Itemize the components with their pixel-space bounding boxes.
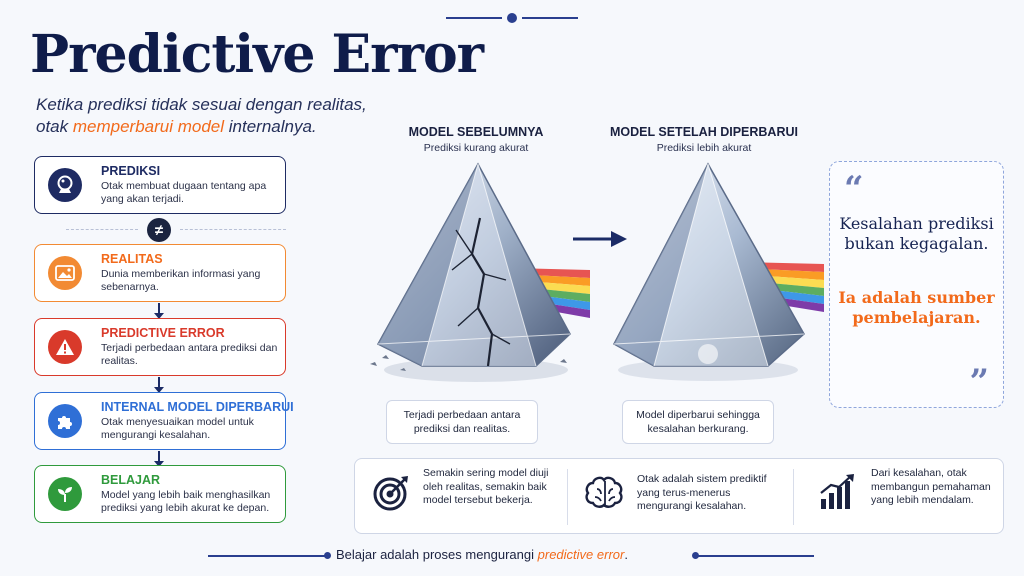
insight-item: Dari kesalahan, otak membangun pemahaman… (795, 459, 1003, 535)
top-decoration (446, 12, 578, 24)
not-equal-badge: ≠ (147, 218, 171, 242)
footer-text: Belajar adalah proses mengurangi predict… (336, 547, 628, 562)
insight-item: Semakin sering model diuji oleh realitas… (355, 459, 565, 535)
target-icon (373, 476, 408, 511)
insight-item: Otak adalah sistem prediktif yang terus-… (569, 459, 791, 535)
close-quote-icon: ” (969, 362, 989, 402)
step-internal-model: INTERNAL MODEL DIPERBARUI Otak menyesuai… (34, 392, 294, 450)
step-title: INTERNAL MODEL DIPERBARUI (101, 400, 294, 414)
footer: Belajar adalah proses mengurangi predict… (0, 547, 1024, 564)
crystal-ball-icon (48, 168, 82, 202)
step-title: REALITAS (101, 252, 163, 266)
step-desc: Terjadi perbedaan antara prediksi dan re… (101, 342, 278, 367)
insight-text: Dari kesalahan, otak membangun pemahaman… (871, 467, 991, 506)
flow-arrow (154, 377, 164, 393)
quote-box: “ Kesalahan prediksi bukan kegagalan. Ia… (829, 161, 1004, 408)
step-title: PREDIKSI (101, 164, 161, 178)
cracked-prism-illustration (370, 162, 590, 382)
step-title: PREDICTIVE ERROR (101, 326, 225, 340)
model-before-caption: Terjadi perbedaan antara prediksi dan re… (386, 400, 538, 444)
transition-arrow-icon (573, 231, 627, 247)
growth-chart-icon (820, 474, 854, 509)
divider-left (66, 229, 138, 230)
step-desc: Model yang lebih baik menghasilkan predi… (101, 489, 271, 514)
step-desc: Otak menyesuaikan model untuk mengurangi… (101, 416, 254, 441)
flow-arrow (154, 303, 164, 319)
brain-icon (585, 476, 623, 508)
landscape-icon (48, 256, 82, 290)
warning-icon (48, 330, 82, 364)
insights-panel: Semakin sering model diuji oleh realitas… (354, 458, 1004, 534)
step-predictive-error: PREDICTIVE ERROR Terjadi perbedaan antar… (34, 318, 286, 376)
page-title: Predictive Error (30, 24, 484, 85)
panel-divider (793, 469, 794, 525)
insight-text: Otak adalah sistem prediktif yang terus-… (637, 473, 767, 512)
quote-line2: Ia adalah sumber pembelajaran. (838, 288, 995, 327)
step-prediksi: PREDIKSI Otak membuat dugaan tentang apa… (34, 156, 286, 214)
puzzle-icon (48, 404, 82, 438)
step-title: BELAJAR (101, 473, 161, 487)
model-after-caption: Model diperbarui sehingga kesalahan berk… (622, 400, 774, 444)
step-realitas: REALITAS Dunia memberikan informasi yang… (34, 244, 286, 302)
insight-text: Semakin sering model diuji oleh realitas… (423, 467, 549, 506)
step-belajar: BELAJAR Model yang lebih baik menghasilk… (34, 465, 286, 523)
quote-line1: Kesalahan prediksi bukan kegagalan. (839, 214, 994, 253)
model-after-title: MODEL SETELAH DIPERBARUI (610, 125, 798, 139)
panel-divider (567, 469, 568, 525)
divider-right (180, 229, 286, 230)
step-desc: Otak membuat dugaan tentang apa yang aka… (101, 180, 267, 205)
step-desc: Dunia memberikan informasi yang sebenarn… (101, 268, 261, 293)
clear-prism-illustration (612, 162, 824, 381)
model-before-title: MODEL SEBELUMNYA (408, 125, 544, 139)
open-quote-icon: “ (844, 169, 864, 209)
page-subtitle: Ketika prediksi tidak sesuai dengan real… (36, 95, 367, 136)
sprout-icon (48, 477, 82, 511)
flow-arrow (154, 451, 164, 467)
model-before-subtitle: Prediksi kurang akurat (423, 142, 529, 154)
model-after-subtitle: Prediksi lebih akurat (656, 142, 752, 154)
